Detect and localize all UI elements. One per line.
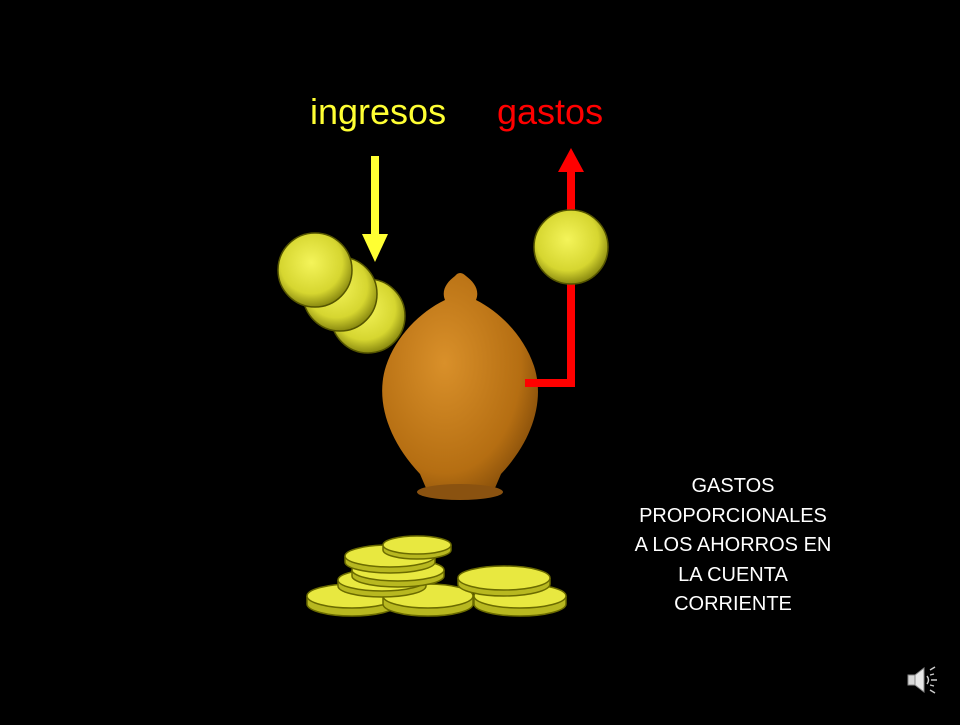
arrow-down-icon (362, 156, 388, 262)
caption: GASTOS PROPORCIONALES A LOS AHORROS EN L… (603, 472, 863, 620)
caption-line: LA CUENTA (678, 563, 788, 586)
coin-pile (306, 535, 567, 617)
speaker-icon[interactable] (907, 666, 937, 694)
coin-icon (457, 565, 551, 597)
caption-line: CORRIENTE (674, 593, 792, 615)
caption-line: A LOS AHORROS EN (634, 534, 832, 556)
expense-label: gastos (497, 91, 604, 132)
piggy-bank-icon (382, 273, 538, 500)
coin-icon (533, 209, 609, 285)
coin-icon (277, 232, 353, 308)
income-label: ingresos (310, 91, 447, 132)
caption-line: PROPORCIONALES (639, 504, 827, 527)
caption-line: GASTOS (691, 475, 775, 497)
coin-icon (382, 535, 452, 560)
falling-coins (277, 232, 406, 354)
